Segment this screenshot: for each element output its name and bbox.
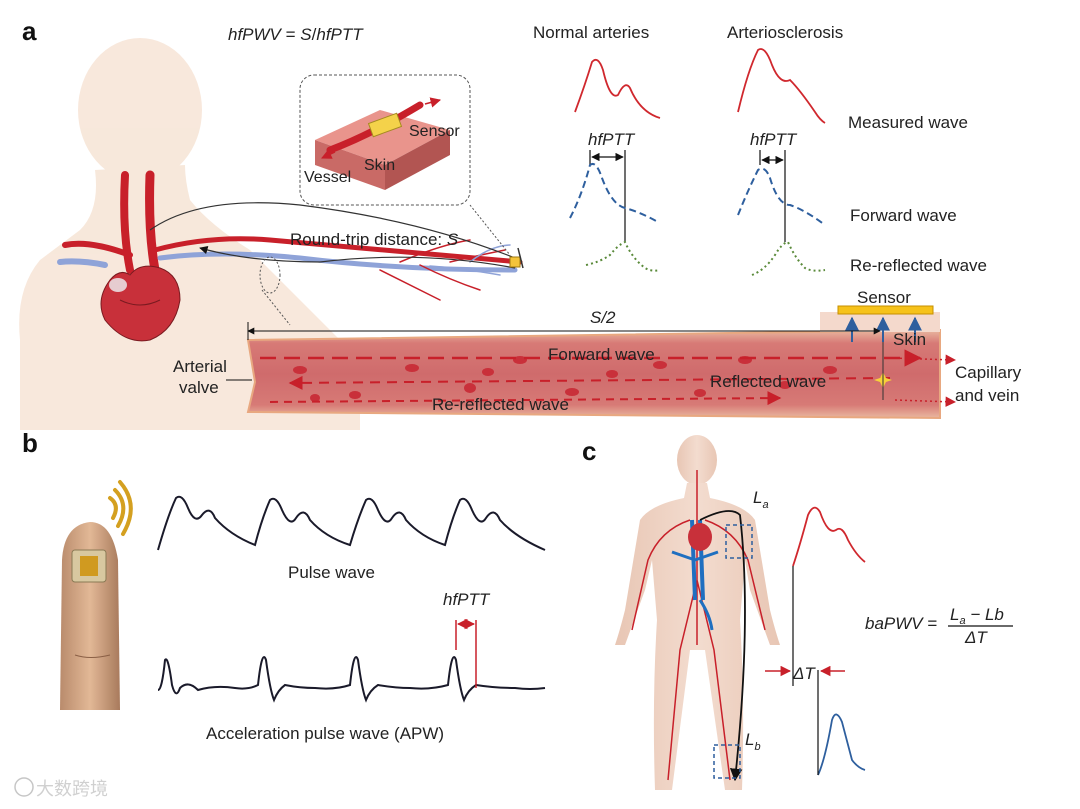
arterial-valve-label-2: valve [179,378,219,397]
vessel-rereflected-label: Re-reflected wave [432,395,569,414]
panel-label-c: c [582,436,596,466]
apw-trace [157,656,546,703]
capillary-label-1: Capillary [955,363,1022,382]
round-trip-path [149,202,524,269]
watermark: 大数跨境 [14,777,108,799]
apw-label: Acceleration pulse wave (APW) [206,724,444,743]
inset-skin-label: Skin [364,157,395,174]
zoom-marker [259,256,281,294]
la-measurement-box [725,524,753,559]
wireless-icon [108,480,133,536]
hfptt-label-normal: hfPTT [588,130,636,149]
label-rereflected-wave: Re-reflected wave [850,256,987,275]
measured-wave-normal [574,58,661,119]
bapwv-lhs: baPWV = [865,614,937,633]
arterial-valve-label-1: Arterial [173,357,227,376]
panel-label-a: a [22,16,37,46]
header-normal-arteries: Normal arteries [533,23,649,42]
sensor-inset [299,74,471,206]
forward-wave-sclerosis [737,167,826,226]
measured-wave-sclerosis [737,48,826,124]
rereflected-wave-normal [585,240,661,272]
label-forward-wave: Forward wave [850,206,957,225]
pulse-wave-trace [157,495,546,551]
bapwv-numerator: La − Lb [950,605,1004,627]
la-label: La [753,488,769,511]
vessel-skin-label: Skin [893,330,926,349]
zoom-connector [261,289,291,326]
hfpwv-formula: hfPWV = S/hfPTT [228,25,364,44]
bapwv-denominator: ΔT [964,628,988,647]
human-body-illustration [615,435,780,790]
heart-illustration [100,265,181,342]
lb-label: Lb [745,730,761,753]
apw-hfptt-label: hfPTT [443,590,491,609]
header-arteriosclerosis: Arteriosclerosis [727,23,843,42]
panel-label-b: b [22,428,38,458]
hfptt-label-sclerosis: hfPTT [750,130,798,149]
artery-vessel [246,305,957,420]
vessel-sensor-label: Sensor [857,288,911,307]
pulse-wave-label: Pulse wave [288,563,375,582]
s2-label: S/2 [590,308,616,327]
forward-wave-normal [569,162,659,223]
upper-arm-wave [792,506,866,567]
svg-text:大数跨境: 大数跨境 [36,779,108,799]
vessel-reflected-label: Reflected wave [710,372,826,391]
arterial-tree [57,170,523,301]
inset-connector [469,204,511,256]
delta-t-label: ΔT [792,664,816,683]
finger-with-sensor [60,522,120,710]
inset-vessel-label: Vessel [304,169,351,186]
label-measured-wave: Measured wave [848,113,968,132]
rereflected-wave-sclerosis [751,240,826,276]
vessel-forward-label: Forward wave [548,345,655,364]
capillary-label-2: and vein [955,386,1019,405]
round-trip-label: Round-trip distance: S [290,230,459,249]
inset-sensor-label: Sensor [409,123,460,140]
lb-measurement-box [713,744,741,779]
ankle-wave [817,713,866,776]
